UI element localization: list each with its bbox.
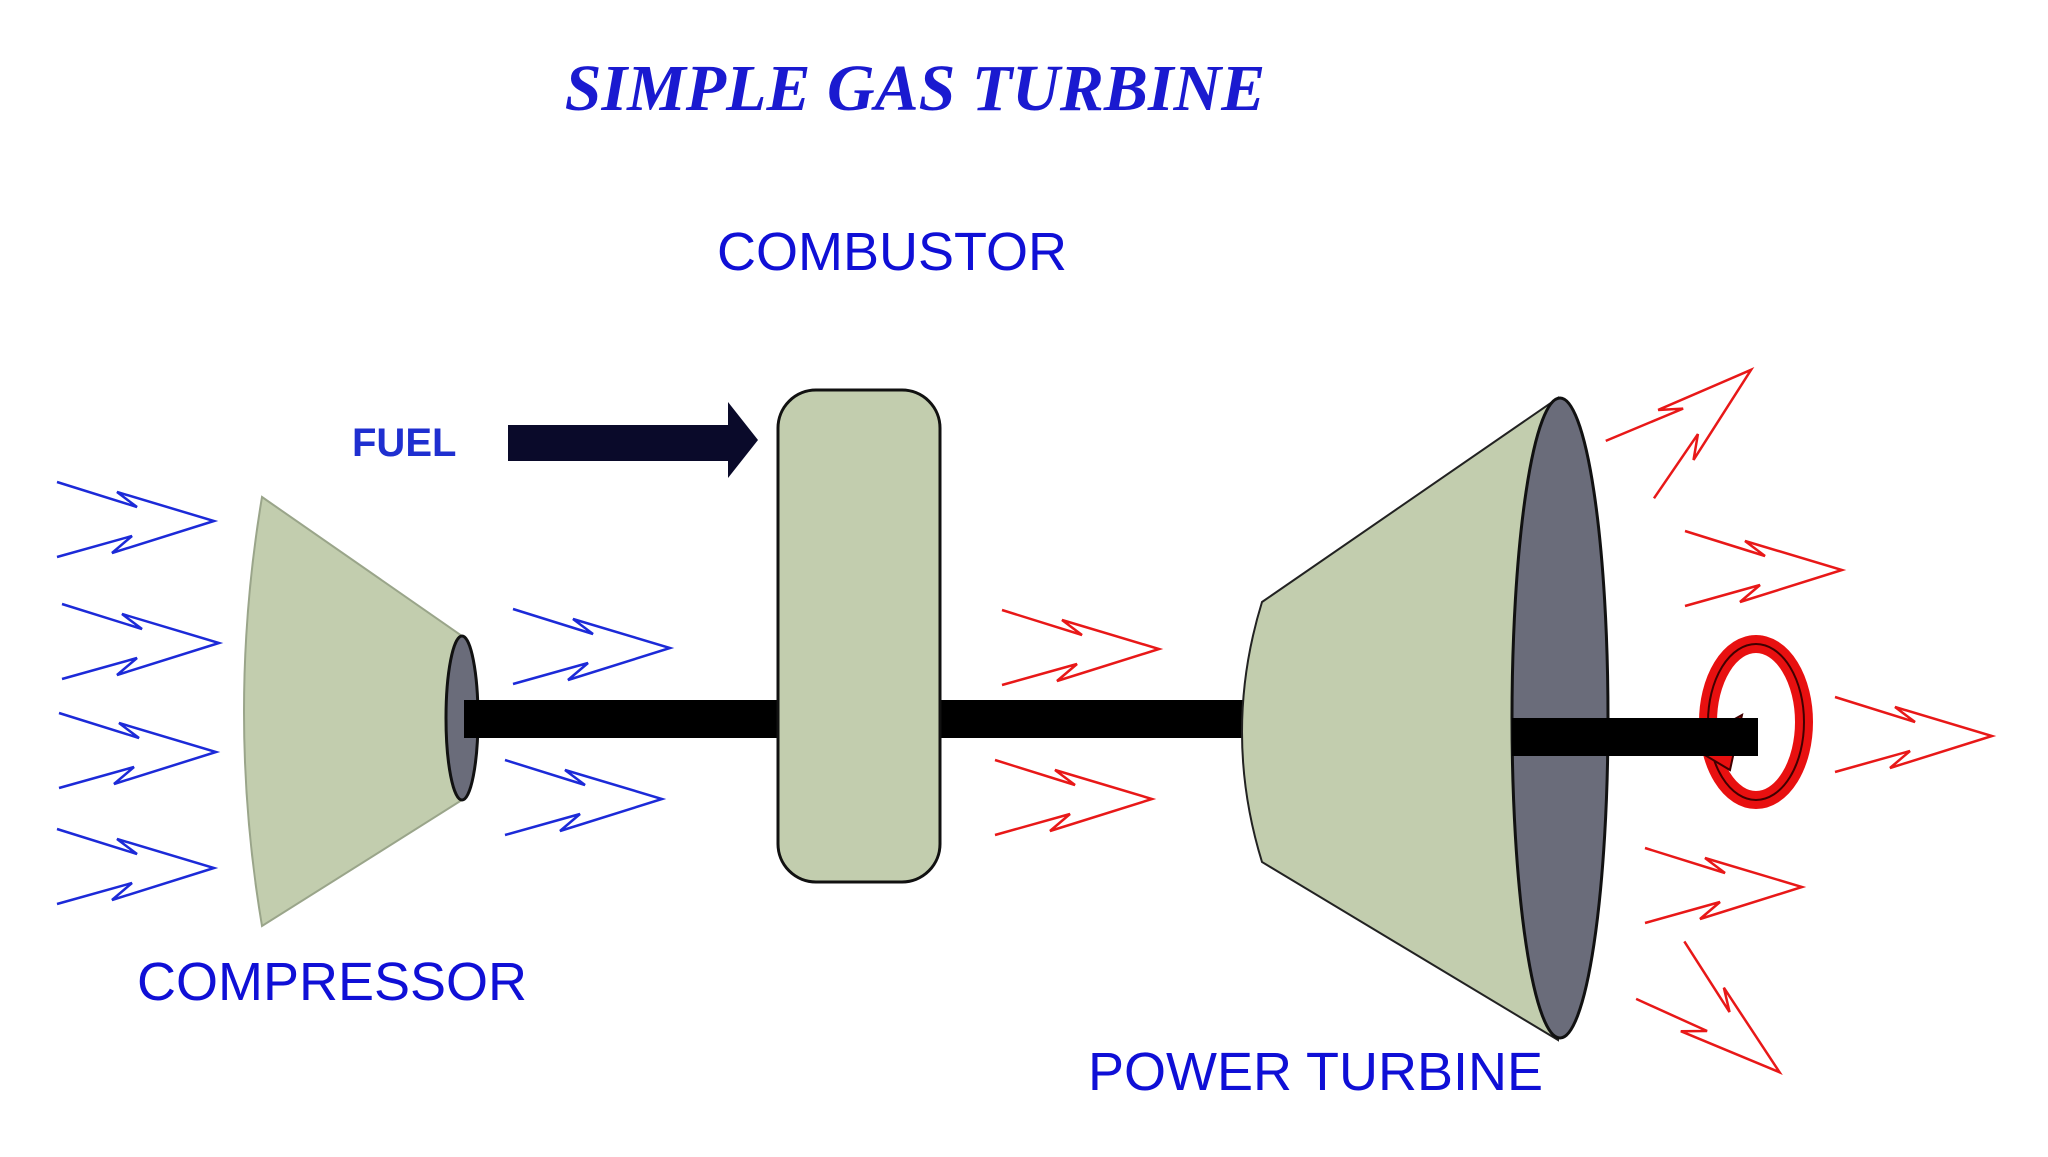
compressor-label: COMPRESSOR [137, 952, 527, 1012]
diagram-title: SIMPLE GAS TURBINE [565, 52, 1266, 125]
blue-outline-arrow-icon [512, 607, 675, 686]
cold-flow-arrows [56, 480, 675, 906]
blue-outline-arrow-icon [61, 602, 224, 681]
fuel-label: FUEL [352, 421, 456, 465]
blue-outline-arrow-icon [504, 758, 667, 837]
power-turbine [1241, 396, 1758, 1042]
red-outline-arrow-icon [1644, 846, 1807, 925]
red-outline-arrow-icon [1635, 940, 1783, 1075]
red-outline-arrow-icon [1834, 695, 1997, 774]
blue-outline-arrow-icon [56, 827, 219, 906]
hot-flow-arrows [994, 367, 1997, 1075]
red-outline-arrow-icon [1001, 608, 1164, 687]
compressor [243, 495, 480, 928]
red-outline-arrow-icon [1605, 367, 1755, 500]
red-outline-arrow-icon [994, 758, 1157, 837]
red-outline-arrow-icon [1684, 529, 1847, 608]
combustor-chamber [776, 388, 942, 884]
rotation-arrow-icon [1512, 635, 1813, 809]
power-turbine-label: POWER TURBINE [1088, 1042, 1543, 1102]
blue-outline-arrow-icon [56, 480, 219, 559]
blue-outline-arrow-icon [58, 711, 221, 790]
fuel-arrow-icon [508, 402, 758, 478]
combustor-label: COMBUSTOR [717, 222, 1067, 282]
